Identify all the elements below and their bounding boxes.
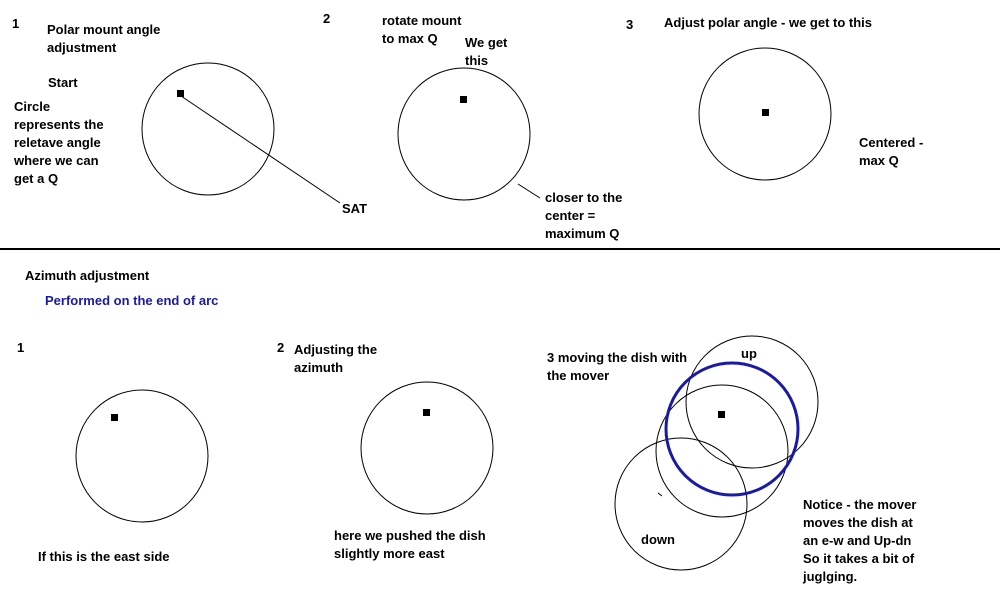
polar-closer-label: closer to the center = maximum Q	[545, 190, 623, 241]
sat-pointer-line	[180, 95, 341, 204]
azimuth-circle-1	[75, 389, 209, 523]
sat-label: SAT	[342, 201, 368, 216]
mover-sat-marker	[718, 411, 725, 418]
polar-centered-label: Centered - max Q	[859, 135, 924, 168]
mover-circle-target	[664, 361, 800, 497]
polar-step2-text: rotate mount to max Q	[382, 13, 462, 46]
polar-sat-marker-2	[460, 96, 467, 103]
azimuth-sat-marker-2	[423, 409, 430, 416]
polar-circle-2	[397, 67, 531, 201]
mover-up-label: up	[741, 346, 757, 361]
azimuth-circle-2	[360, 381, 494, 515]
mover-circle-middle	[655, 384, 789, 518]
polar-sat-marker-3	[762, 109, 769, 116]
polar-step2-number: 2	[323, 11, 331, 26]
polar-start-label: Start	[48, 75, 78, 90]
mover-circle-up	[685, 335, 819, 469]
polar-circle-description: Circle represents the reletave angle whe…	[14, 99, 104, 186]
azimuth-step1-number: 1	[17, 340, 25, 355]
polar-we-get-label: We get this	[465, 35, 508, 68]
azimuth-step3-text: 3 moving the dish with the mover	[547, 350, 688, 383]
polar-sat-marker-1	[177, 90, 184, 97]
azimuth-step2-caption: here we pushed the dish slightly more ea…	[334, 528, 486, 561]
azimuth-step2-number: 2	[277, 340, 285, 355]
polar-circle-1	[141, 62, 275, 196]
azimuth-sat-marker-1	[111, 414, 118, 421]
polar-step1-number: 1	[12, 16, 20, 31]
azimuth-step1-caption: If this is the east side	[38, 549, 170, 564]
polar-heading: Polar mount angle adjustment	[47, 22, 161, 55]
mover-notice-text: Notice - the mover moves the dish at an …	[803, 497, 917, 584]
polar-step3-text: Adjust polar angle - we get to this	[664, 15, 873, 30]
mover-circle-down	[614, 437, 748, 571]
mover-down-label: down	[641, 532, 675, 547]
azimuth-step2-text: Adjusting the azimuth	[294, 342, 378, 375]
closer-pointer-line	[517, 183, 541, 199]
azimuth-subheading: Performed on the end of arc	[45, 293, 219, 308]
mover-tick-mark	[657, 492, 663, 497]
azimuth-heading: Azimuth adjustment	[25, 268, 150, 283]
polar-step3-number: 3	[626, 17, 634, 32]
polar-circle-3	[698, 47, 832, 181]
